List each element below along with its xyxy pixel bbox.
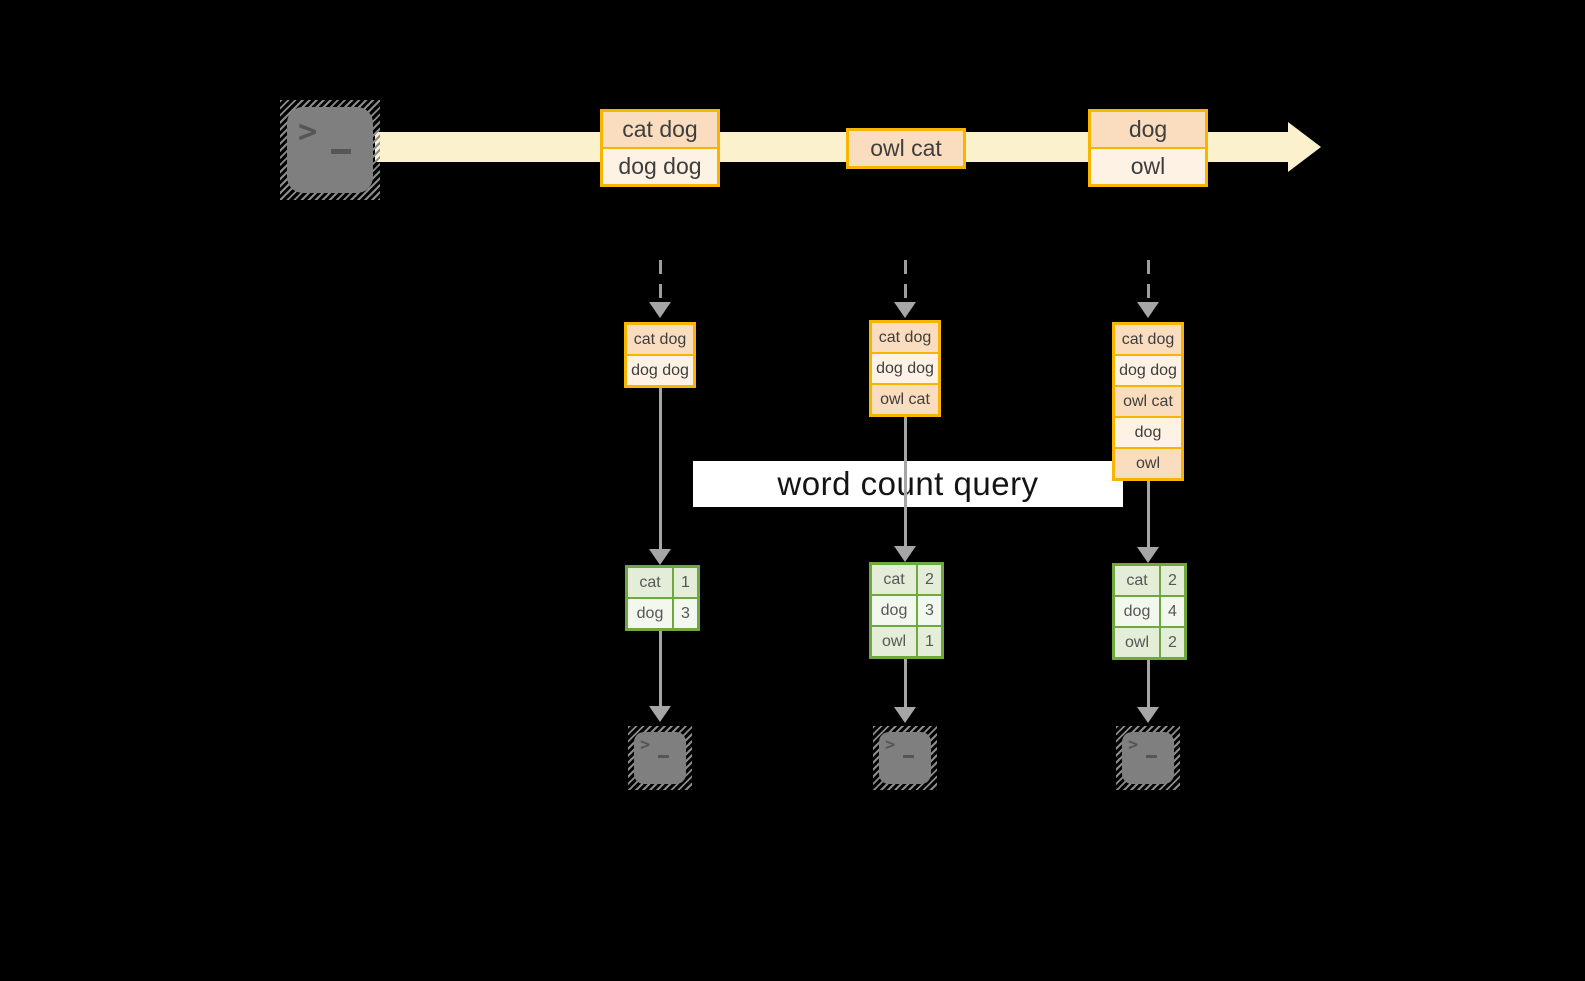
dashed-arrow-line — [659, 260, 662, 302]
dashed-arrow-line — [904, 260, 907, 302]
terminal-screen: > — [634, 732, 686, 784]
table-cell-word: owl — [1115, 628, 1159, 657]
count-table-3: cat 2 dog 4 owl 2 — [1112, 563, 1187, 660]
arrowhead-down-icon — [894, 546, 916, 562]
table-cell-count: 1 — [674, 568, 697, 597]
state-row: dog dog — [872, 354, 938, 383]
event-box-1: cat dog dog dog — [600, 109, 720, 187]
event-row: owl cat — [849, 131, 963, 166]
table-cell-word: cat — [872, 565, 916, 594]
output-terminal-icon: > — [873, 726, 937, 790]
event-row: dog — [1091, 112, 1205, 147]
terminal-prompt-glyph: > — [885, 735, 896, 755]
state-row: dog dog — [1115, 356, 1181, 385]
arrowhead-down-icon — [1137, 707, 1159, 723]
terminal-cursor-icon — [658, 755, 669, 758]
arrow-line — [659, 388, 662, 549]
terminal-cursor-icon — [1146, 755, 1157, 758]
terminal-prompt-glyph: > — [298, 112, 318, 150]
table-cell-count: 2 — [1161, 628, 1184, 657]
source-terminal-icon: > — [280, 100, 380, 200]
arrowhead-down-icon — [649, 706, 671, 722]
state-box-1: cat dog dog dog — [624, 322, 696, 388]
table-cell-word: cat — [628, 568, 672, 597]
terminal-cursor-icon — [903, 755, 914, 758]
state-row: cat dog — [627, 325, 693, 354]
stream-arrowhead-icon — [1288, 122, 1321, 172]
event-row: cat dog — [603, 112, 717, 147]
state-row: owl cat — [1115, 387, 1181, 416]
terminal-prompt-glyph: > — [640, 735, 651, 755]
terminal-screen: > — [287, 107, 373, 193]
output-terminal-icon: > — [1116, 726, 1180, 790]
event-row: dog dog — [603, 149, 717, 184]
table-cell-count: 1 — [918, 627, 941, 656]
word-count-query-label: word count query — [693, 461, 1123, 507]
terminal-screen: > — [1122, 732, 1174, 784]
arrowhead-down-icon — [1137, 302, 1159, 318]
state-row: owl — [1115, 449, 1181, 478]
count-table-2: cat 2 dog 3 owl 1 — [869, 562, 944, 659]
arrow-line — [1147, 660, 1150, 707]
output-terminal-icon: > — [628, 726, 692, 790]
arrow-line — [659, 631, 662, 706]
table-cell-count: 3 — [674, 599, 697, 628]
arrowhead-down-icon — [649, 549, 671, 565]
terminal-screen: > — [879, 732, 931, 784]
dashed-arrow-line — [1147, 260, 1150, 302]
arrowhead-down-icon — [894, 302, 916, 318]
table-cell-word: cat — [1115, 566, 1159, 595]
state-row: dog — [1115, 418, 1181, 447]
arrow-line — [904, 417, 907, 546]
state-box-2: cat dog dog dog owl cat — [869, 320, 941, 417]
terminal-prompt-glyph: > — [1128, 735, 1139, 755]
state-row: cat dog — [1115, 325, 1181, 354]
table-cell-count: 3 — [918, 596, 941, 625]
table-cell-count: 4 — [1161, 597, 1184, 626]
table-cell-word: dog — [872, 596, 916, 625]
state-row: owl cat — [872, 385, 938, 414]
event-box-2: owl cat — [846, 128, 966, 169]
event-row: owl — [1091, 149, 1205, 184]
table-cell-word: dog — [628, 599, 672, 628]
arrow-line — [1147, 481, 1150, 547]
arrowhead-down-icon — [894, 707, 916, 723]
arrowhead-down-icon — [649, 302, 671, 318]
state-box-3: cat dog dog dog owl cat dog owl — [1112, 322, 1184, 481]
arrowhead-down-icon — [1137, 547, 1159, 563]
count-table-1: cat 1 dog 3 — [625, 565, 700, 631]
table-cell-count: 2 — [918, 565, 941, 594]
table-cell-word: owl — [872, 627, 916, 656]
table-cell-word: dog — [1115, 597, 1159, 626]
table-cell-count: 2 — [1161, 566, 1184, 595]
state-row: cat dog — [872, 323, 938, 352]
terminal-cursor-icon — [331, 149, 351, 154]
arrow-line — [904, 659, 907, 707]
state-row: dog dog — [627, 356, 693, 385]
event-box-3: dog owl — [1088, 109, 1208, 187]
